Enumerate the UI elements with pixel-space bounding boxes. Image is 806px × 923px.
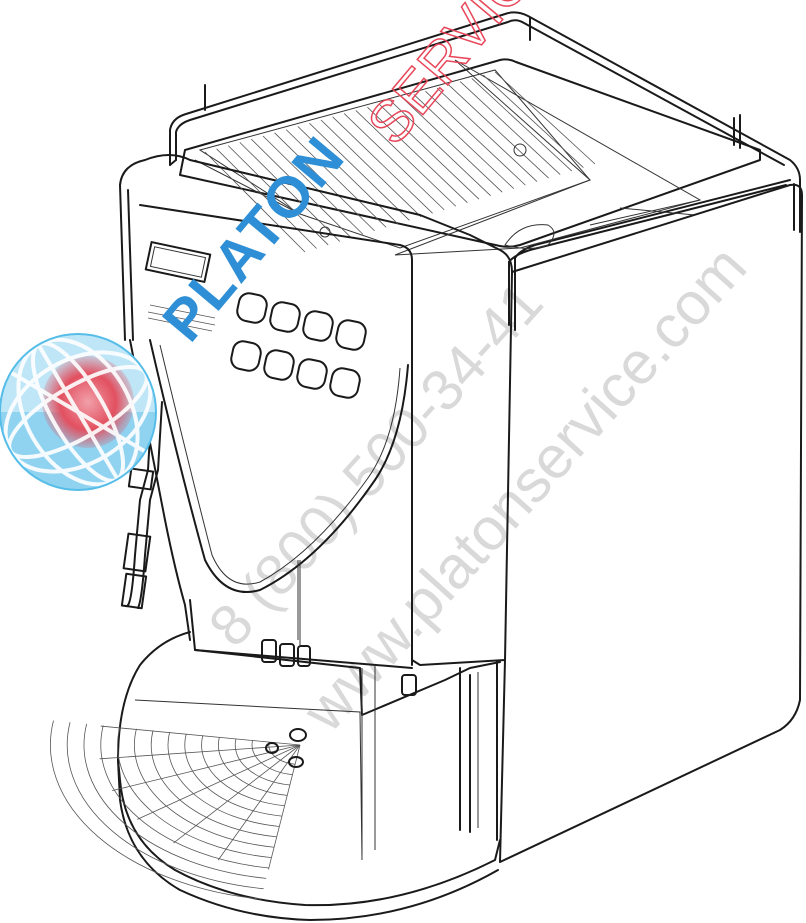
hatch-line xyxy=(436,87,538,182)
hatch-line xyxy=(459,81,561,175)
hatch-line xyxy=(378,103,480,200)
hatch-line xyxy=(268,744,301,870)
watermark-service: SERVICE xyxy=(355,0,568,156)
hatch-line xyxy=(355,110,457,207)
panel-button xyxy=(302,310,334,342)
drip-tray xyxy=(117,631,501,921)
hatch-line xyxy=(227,145,329,246)
panel-button xyxy=(296,358,328,390)
top-grille xyxy=(204,71,596,253)
panel-button xyxy=(269,301,301,333)
hatch-line xyxy=(204,151,306,253)
coffee-spouts xyxy=(261,639,417,696)
steam-wand xyxy=(120,399,163,610)
hatch-line xyxy=(343,113,445,211)
button-panel xyxy=(230,292,367,399)
hatch-line xyxy=(332,116,433,214)
hatch-line xyxy=(367,106,468,204)
panel-button xyxy=(329,367,361,399)
tray-arc xyxy=(134,728,275,848)
panel-button xyxy=(236,292,268,324)
hatch-line xyxy=(401,97,503,193)
machine-body xyxy=(119,154,803,863)
panel-button xyxy=(230,340,262,372)
hatch-line xyxy=(297,126,399,225)
hatch-line xyxy=(320,119,422,218)
tray-arc xyxy=(150,730,277,838)
tray-arc xyxy=(66,722,264,890)
drip-tray-grid xyxy=(50,720,301,900)
tray-arc xyxy=(201,735,285,807)
tray-arc xyxy=(100,725,269,869)
globe-logo-icon xyxy=(0,333,157,491)
hatch-line xyxy=(173,744,301,844)
hatch-line xyxy=(100,725,301,746)
hatch-line xyxy=(137,744,301,820)
hatch-line xyxy=(239,142,341,242)
tray-arc xyxy=(117,727,272,858)
lid-handle xyxy=(504,224,555,249)
hatch-line xyxy=(285,129,387,228)
display-panel xyxy=(144,241,216,332)
hatch-line xyxy=(251,138,352,239)
tray-arc xyxy=(83,723,267,879)
hatch-line xyxy=(494,71,596,165)
hatch-line xyxy=(274,132,375,232)
hatch-line xyxy=(217,744,301,861)
tray-arc xyxy=(50,720,261,900)
hatch-line xyxy=(309,122,410,221)
hatch-line xyxy=(390,100,491,196)
hatch-line xyxy=(425,90,526,186)
watermark-brand: PLATON xyxy=(150,124,357,354)
hatch-line xyxy=(216,148,317,249)
hatch-line xyxy=(413,94,515,189)
tray-drains xyxy=(265,728,307,768)
panel-button xyxy=(335,319,367,351)
hatch-line xyxy=(471,78,573,172)
hatch-line xyxy=(262,135,364,235)
hatch-line xyxy=(483,74,584,168)
hatch-line xyxy=(448,84,549,179)
panel-button xyxy=(263,349,295,381)
top-knob-center xyxy=(513,143,527,157)
top-surface xyxy=(179,58,761,256)
